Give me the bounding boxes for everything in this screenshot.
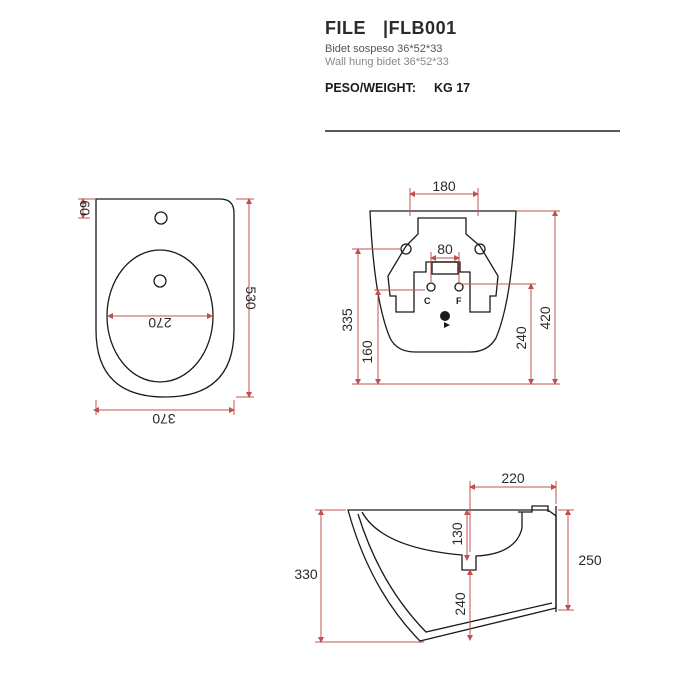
cold-connection [426,282,436,292]
dim-420: 420 [537,306,553,330]
tap-hole-top [154,211,168,225]
description-italian: Bidet sospeso 36*52*33 [325,43,443,55]
dim-250: 250 [578,552,602,568]
top-view [95,198,235,398]
dim-335: 335 [339,308,355,332]
model-prefix: FILE [325,18,366,38]
dim-240-side: 240 [452,592,468,616]
description-english: Wall hung bidet 36*52*33 [325,56,449,68]
rear-view [369,210,517,353]
hot-connection [454,282,464,292]
label-f: F [456,296,462,306]
dim-270: 270 [148,315,172,331]
dim-130: 130 [449,522,465,546]
dim-80: 80 [437,241,453,257]
fixing-hole-left [400,243,412,255]
side-view-outline [347,509,557,642]
drain-icon [440,311,450,328]
dim-180: 180 [432,178,456,194]
rear-view-outline [369,210,517,353]
dim-330: 330 [294,566,318,582]
rear-view-dimensions [352,188,560,385]
weight-value: KG 17 [433,81,471,95]
dim-530: 530 [243,286,259,310]
dim-370: 370 [152,411,176,427]
side-view [347,505,557,642]
fixing-hole-right [474,243,486,255]
weight-label: PESO/WEIGHT: [325,81,416,95]
rear-bracket [387,217,499,313]
weight-row: PESO/WEIGHT: KG 17 [325,81,470,95]
rim-step [518,505,549,513]
dim-160: 160 [359,340,375,364]
top-view-dimensions [78,198,254,415]
side-view-inner-shell [357,513,553,633]
dim-220: 220 [501,470,525,486]
model-code: |FLB001 [383,18,457,38]
header: FILE |FLB001 Bidet sospeso 36*52*33 Wall… [325,18,470,95]
label-c: C [424,296,431,306]
side-view-dimensions [315,481,574,643]
bowl-profile [361,511,523,571]
dim-60: 60 [77,200,93,216]
drain-hole-top [153,274,167,288]
product-title: FILE |FLB001 [325,18,470,39]
bracket-inner-slot [431,261,459,275]
top-view-outline [95,198,235,398]
dim-240-rear: 240 [513,326,529,350]
